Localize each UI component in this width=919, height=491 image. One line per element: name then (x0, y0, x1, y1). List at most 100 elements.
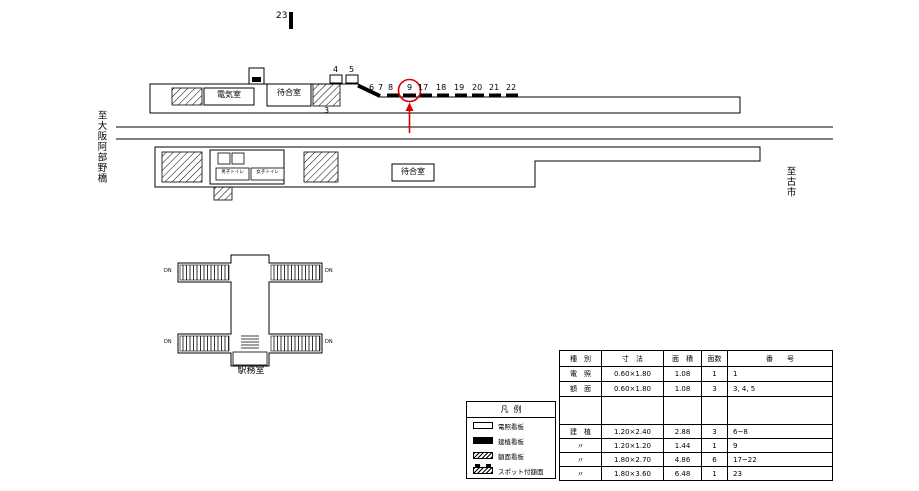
cell: 〃 (559, 452, 602, 467)
stair-label-bottom-right: DN (325, 339, 333, 345)
legend-box: 凡例 電照看板 建植看板 額面看板 スポット付額面 (466, 401, 556, 479)
legend-label: スポット付額面 (498, 467, 544, 476)
cell: 額 面 (559, 381, 602, 397)
cell: 〃 (559, 466, 602, 481)
cell: 〃 (559, 438, 602, 453)
sign-number-9: 9 (407, 83, 413, 92)
col-header-area: 面 積 (663, 350, 702, 367)
cell: 1 (701, 438, 728, 453)
cell: 1 (701, 366, 728, 382)
cell: 1.20×2.40 (601, 424, 664, 439)
cell: 4.86 (663, 452, 702, 467)
cell: 電 照 (559, 366, 602, 382)
toilet-women-label: 女子トイレ (256, 170, 279, 175)
cell (701, 396, 728, 425)
waiting-room1-box (266, 83, 312, 107)
sign-5-box (345, 74, 359, 84)
toilet-cell-2 (231, 152, 245, 165)
legend-title: 凡例 (467, 402, 555, 418)
legend-label: 電照看板 (498, 422, 524, 431)
toilet-men-label: 男子トイレ (221, 170, 244, 175)
cell: 0.60×1.80 (601, 366, 664, 382)
cell: 23 (727, 466, 833, 481)
concourse-stairs-bottom-left (179, 335, 230, 352)
cell (601, 396, 664, 425)
sign-number-6: 6 (369, 83, 375, 92)
sign-spec-table: 種 別 寸 法 面 積 面数 番 号 電 照 0.60×1.80 1.08 1 … (559, 350, 833, 481)
sign-number-4: 4 (333, 65, 339, 74)
cell: 3 (701, 381, 728, 397)
cell: 1 (701, 466, 728, 481)
cell: 建 植 (559, 424, 602, 439)
sign-1-inner-mark (252, 77, 261, 82)
electric-room-label: 電気室 (217, 90, 241, 99)
platform2-stairs-right (303, 151, 339, 183)
table-row: 建 植 1.20×2.40 2.88 3 6~8 (559, 424, 833, 439)
toilet-women-box (250, 167, 285, 181)
platform2-stairs-left (161, 151, 203, 183)
sign-4-box (329, 74, 343, 84)
cell: 1.44 (663, 438, 702, 453)
cell: 1 (727, 366, 833, 382)
cell: 0.60×1.80 (601, 381, 664, 397)
concourse-stairs-top-right (270, 264, 321, 281)
concourse-escalator-ticks (241, 335, 259, 349)
cell: 1.80×3.60 (601, 466, 664, 481)
waiting-room2-box (391, 163, 435, 182)
col-header-type: 種 別 (559, 350, 602, 367)
highlight-circle-sign-9 (397, 78, 422, 103)
cell: 1.20×1.20 (601, 438, 664, 453)
sign-number-21: 21 (489, 83, 500, 92)
face-sign-icon (473, 452, 493, 459)
concourse-stairs-top-left (179, 264, 230, 281)
cell: 6~8 (727, 424, 833, 439)
direction-label-left: 至大阪阿部野橋 (95, 110, 107, 184)
table-row-empty (559, 396, 833, 425)
waiting-room2-label: 待合室 (401, 167, 425, 176)
platform2-lower-stub (213, 186, 233, 201)
legend-item-spot: スポット付額面 (467, 463, 555, 478)
station-office-label: 駅務室 (237, 366, 265, 376)
col-header-number: 番 号 (727, 350, 833, 367)
platform1-stairs-left (171, 87, 203, 106)
sign-number-5: 5 (349, 65, 355, 74)
concourse-stairs-bottom-right (270, 335, 321, 352)
spot-face-sign-icon (473, 464, 493, 474)
cell: 3, 4, 5 (727, 381, 833, 397)
cell: 17~22 (727, 452, 833, 467)
cell (727, 396, 833, 425)
legend-label: 建植看板 (498, 437, 524, 446)
table-row: 〃 1.80×3.60 6.48 1 23 (559, 466, 833, 481)
sign-23-number: 23 (276, 11, 288, 21)
electric-room-box (203, 87, 255, 106)
col-header-faces: 面数 (701, 350, 728, 367)
sign-number-19: 19 (454, 83, 465, 92)
legend-item-standing: 建植看板 (467, 433, 555, 448)
cell: 1.08 (663, 381, 702, 397)
legend-item-face: 額面看板 (467, 448, 555, 463)
sign-number-7: 7 (378, 83, 384, 92)
toilet-cell-1 (217, 152, 231, 165)
cell: 3 (701, 424, 728, 439)
cell: 1.08 (663, 366, 702, 382)
sign-number-17: 17 (418, 83, 429, 92)
col-header-size: 寸 法 (601, 350, 664, 367)
cell: 2.88 (663, 424, 702, 439)
legend-item-illuminated: 電照看板 (467, 418, 555, 433)
table-row: 電 照 0.60×1.80 1.08 1 1 (559, 366, 833, 382)
table-row: 〃 1.20×1.20 1.44 1 9 (559, 438, 833, 453)
standing-sign-icon (473, 437, 493, 444)
table-row: 〃 1.80×2.70 4.86 6 17~22 (559, 452, 833, 467)
direction-label-right: 至古市 (784, 166, 796, 198)
cell: 6.48 (663, 466, 702, 481)
highlight-arrow-head-icon (405, 102, 414, 111)
sign-number-20: 20 (472, 83, 483, 92)
sign-23-mark (289, 12, 293, 29)
sign-number-8: 8 (388, 83, 394, 92)
cell: 9 (727, 438, 833, 453)
illuminated-sign-icon (473, 422, 493, 429)
toilet-men-box (215, 167, 250, 181)
stair-label-top-left: DN (164, 268, 172, 274)
sign-6-7-mark (357, 83, 381, 98)
